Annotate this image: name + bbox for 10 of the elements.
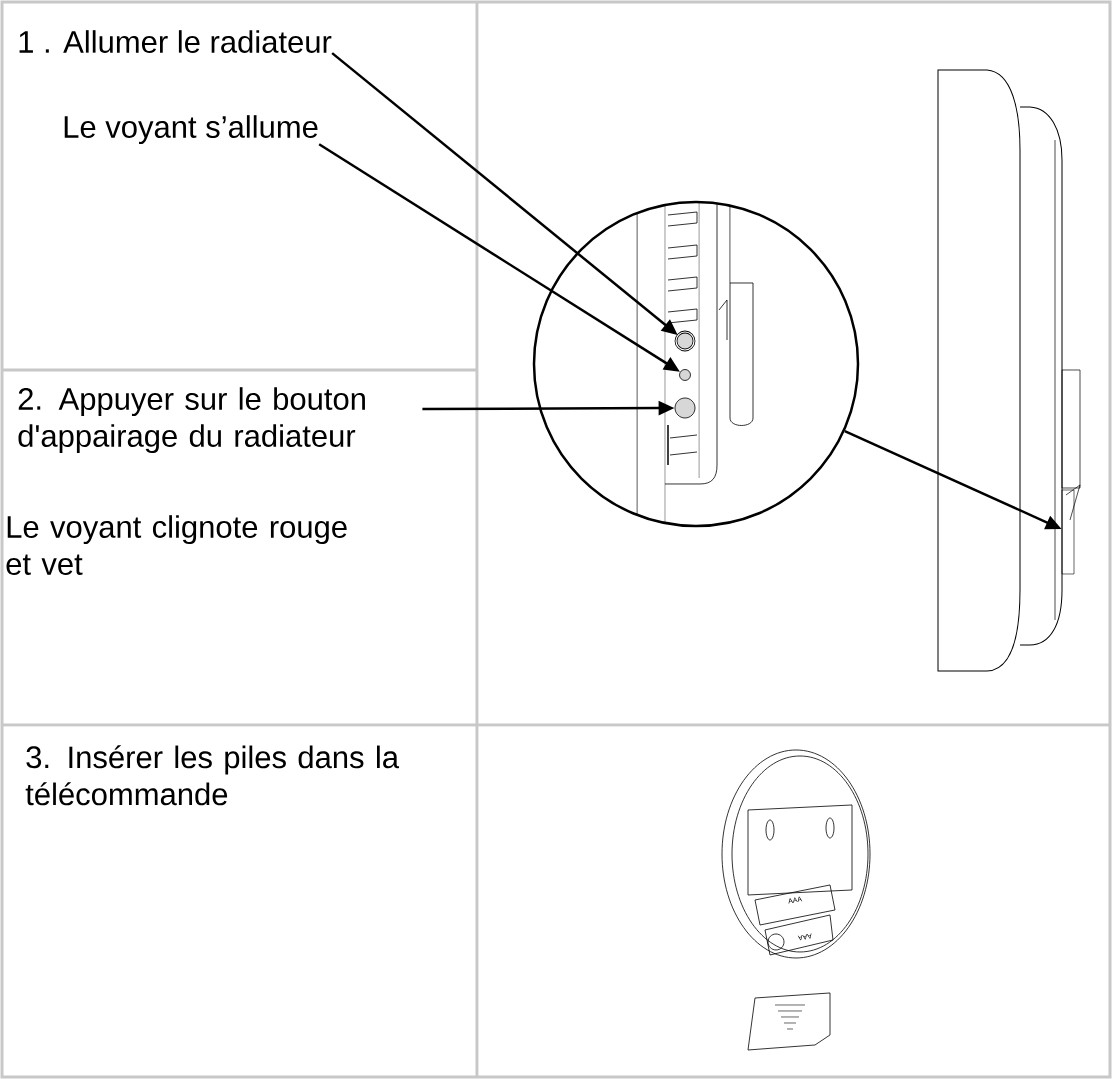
step-text: 2. Appuyer sur le bouton d'appairage du radiateur xyxy=(18,387,365,454)
magnifier-circle xyxy=(532,200,860,528)
step-text: Le voyant s’allume xyxy=(64,115,318,145)
button-panel xyxy=(1061,489,1075,575)
pairing-button xyxy=(674,397,696,419)
step-text: 3. Insérer les piles dans la télécommande xyxy=(25,745,400,806)
indicator-light xyxy=(679,369,691,381)
status-text: Le voyant clignote rouge et vet xyxy=(6,515,347,575)
step-text: 1 . Allumer le radiateur xyxy=(19,30,332,53)
power-button xyxy=(674,330,696,352)
